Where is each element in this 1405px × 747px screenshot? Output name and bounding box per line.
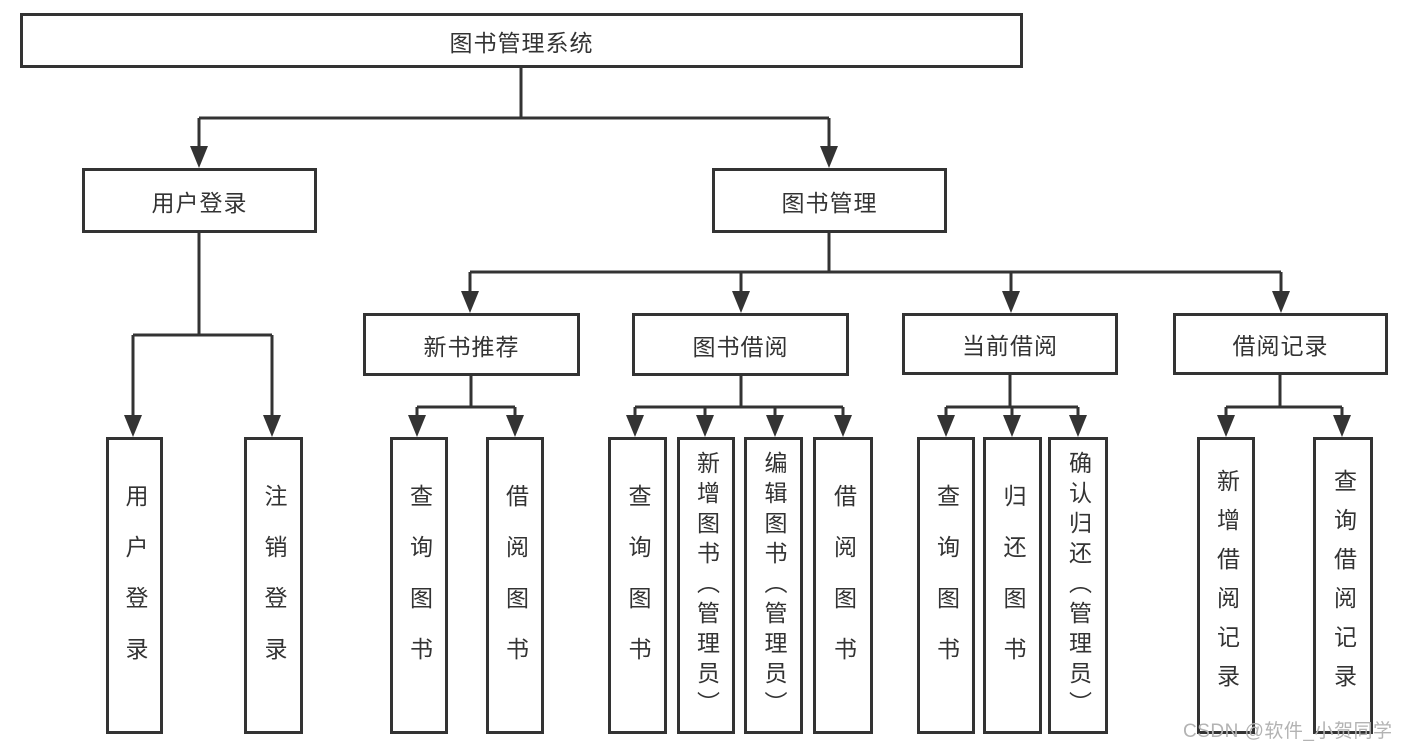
node-label: 查询图书 <box>406 483 433 688</box>
leaf-query-books-3: 查询图书 <box>917 437 975 734</box>
leaf-borrow-books: 借阅图书 <box>486 437 544 734</box>
leaf-logout: 注销登录 <box>244 437 303 734</box>
node-label: 图书管理系统 <box>449 29 594 56</box>
node-label: 图书管理 <box>781 189 878 216</box>
node-library-management-system: 图书管理系统 <box>20 13 1023 68</box>
node-label: 查询图书 <box>933 483 960 688</box>
leaf-query-books: 查询图书 <box>390 437 448 734</box>
node-label: 新增图书（管理员） <box>693 450 720 721</box>
node-book-borrow: 图书借阅 <box>632 313 849 376</box>
node-label: 用户登录 <box>151 189 248 216</box>
node-label: 借阅记录 <box>1232 333 1329 359</box>
leaf-add-books-admin: 新增图书（管理员） <box>677 437 735 734</box>
node-book-management: 图书管理 <box>712 168 947 233</box>
leaf-query-borrow-record: 查询借阅记录 <box>1313 437 1373 734</box>
node-current-borrow: 当前借阅 <box>902 313 1118 375</box>
node-label: 查询借阅记录 <box>1330 468 1357 703</box>
tree-edges <box>131 68 1344 422</box>
node-borrow-records: 借阅记录 <box>1173 313 1388 375</box>
node-label: 注销登录 <box>261 483 287 688</box>
node-new-book-recommend: 新书推荐 <box>363 313 580 376</box>
leaf-edit-books-admin: 编辑图书（管理员） <box>744 437 803 734</box>
node-label: 当前借阅 <box>962 333 1058 359</box>
leaf-borrow-books-2: 借阅图书 <box>813 437 873 734</box>
node-label: 图书借阅 <box>692 333 789 360</box>
leaf-confirm-return-admin: 确认归还（管理员） <box>1048 437 1108 734</box>
node-label: 编辑图书（管理员） <box>761 450 787 721</box>
leaf-user-login: 用户登录 <box>106 437 163 734</box>
node-label: 归还图书 <box>1000 483 1026 688</box>
node-label: 查询图书 <box>625 483 651 688</box>
node-label: 新增借阅记录 <box>1213 468 1240 703</box>
csdn-watermark: CSDN @软件_小贺同学 <box>1183 721 1393 742</box>
leaf-add-borrow-record: 新增借阅记录 <box>1197 437 1255 734</box>
node-label: 借阅图书 <box>502 483 529 688</box>
leaf-query-books-2: 查询图书 <box>608 437 667 734</box>
leaf-return-books: 归还图书 <box>983 437 1042 734</box>
node-label: 确认归还（管理员） <box>1065 450 1092 721</box>
node-label: 用户登录 <box>122 483 148 688</box>
node-label: 新书推荐 <box>423 333 520 360</box>
node-user-login: 用户登录 <box>82 168 317 233</box>
node-label: 借阅图书 <box>830 483 857 688</box>
